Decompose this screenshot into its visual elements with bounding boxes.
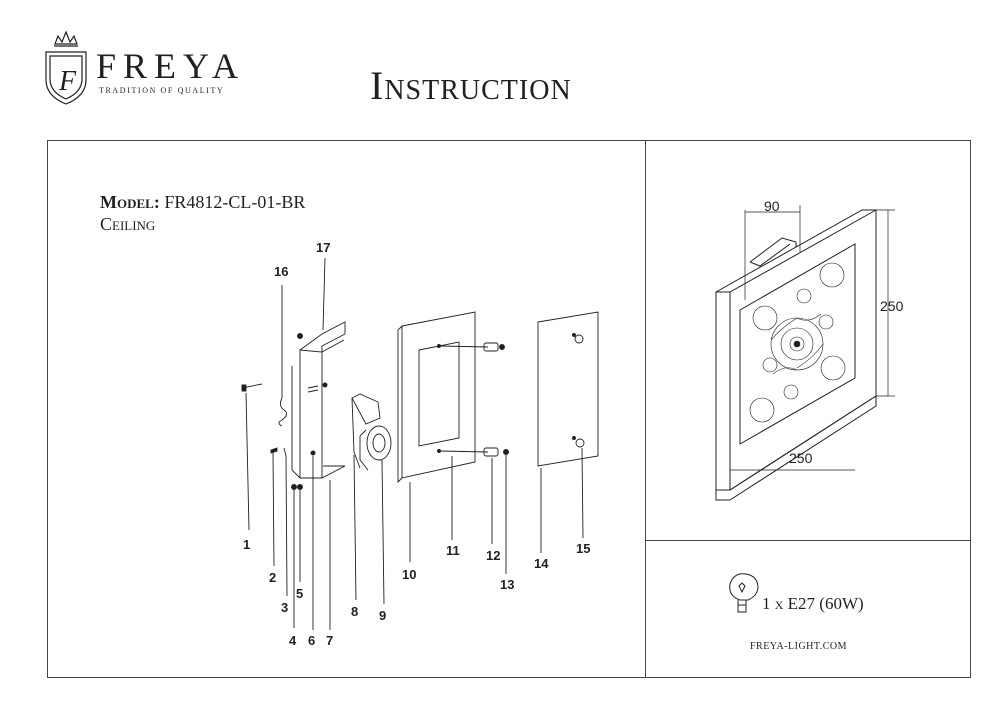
page-title: Instruction	[370, 63, 572, 108]
part-label-16: 16	[274, 264, 289, 279]
part-17-bracket-icon	[297, 257, 346, 479]
part-13-cap-icon	[499, 344, 509, 574]
part-label-5: 5	[296, 586, 304, 601]
part-16-wire-icon	[278, 285, 287, 427]
part-1-screw-icon	[241, 383, 263, 531]
part-label-6: 6	[308, 633, 316, 648]
model-label: Model:	[100, 192, 160, 212]
content-frame	[47, 140, 971, 678]
model-info: Model: FR4812-CL-01-BR	[100, 192, 305, 213]
part-label-7: 7	[326, 633, 334, 648]
dimension-height: 250	[880, 298, 904, 314]
part-10-frame-icon	[397, 311, 476, 562]
vertical-divider	[645, 140, 646, 678]
part-15-decorative-cap-icon	[572, 333, 585, 539]
part-label-13: 13	[500, 577, 515, 592]
part-label-15: 15	[576, 541, 591, 556]
brand-tagline: TRADITION OF QUALITY	[99, 86, 225, 95]
part-label-11: 11	[446, 543, 460, 558]
dimension-width: 250	[789, 450, 813, 466]
part-11-bolt-icon	[437, 344, 489, 540]
part-3-screw-icon	[283, 447, 288, 597]
part-label-2: 2	[269, 570, 277, 585]
part-label-10: 10	[402, 567, 417, 582]
part-label-9: 9	[379, 608, 387, 623]
part-7-base-plate-icon	[291, 366, 346, 630]
horizontal-divider	[645, 540, 971, 541]
part-4-nut-icon	[291, 484, 297, 628]
part-9-lamp-socket-icon	[359, 425, 392, 605]
part-label-1: 1	[243, 537, 251, 552]
dimension-depth: 90	[764, 198, 780, 214]
mount-type: Ceiling	[100, 214, 156, 234]
freya-logo-icon	[45, 30, 87, 105]
part-12-spacer-icon	[483, 342, 499, 544]
part-label-14: 14	[534, 556, 549, 571]
part-6-bracket-hole-icon	[310, 450, 316, 630]
website-link[interactable]: FREYA-LIGHT.COM	[750, 641, 848, 652]
light-bulb-icon	[729, 573, 759, 613]
brand-name: FREYA	[96, 46, 246, 86]
part-2-screw-icon	[270, 447, 278, 567]
lamp-spec: 1 x E27 (60W)	[762, 594, 864, 613]
part-8-reflector-icon	[351, 393, 381, 601]
part-label-3: 3	[281, 600, 289, 615]
part-label-17: 17	[316, 240, 331, 255]
part-label-8: 8	[351, 604, 359, 619]
part-14-glass-panel-icon	[537, 311, 599, 553]
part-label-4: 4	[289, 633, 297, 648]
part-5-nut-icon	[297, 484, 303, 582]
finished-lamp-drawing	[715, 205, 895, 501]
exploded-assembly-drawing	[241, 257, 599, 630]
model-value: FR4812-CL-01-BR	[164, 192, 306, 212]
part-label-12: 12	[486, 548, 501, 563]
logo-letter: F	[58, 66, 77, 97]
